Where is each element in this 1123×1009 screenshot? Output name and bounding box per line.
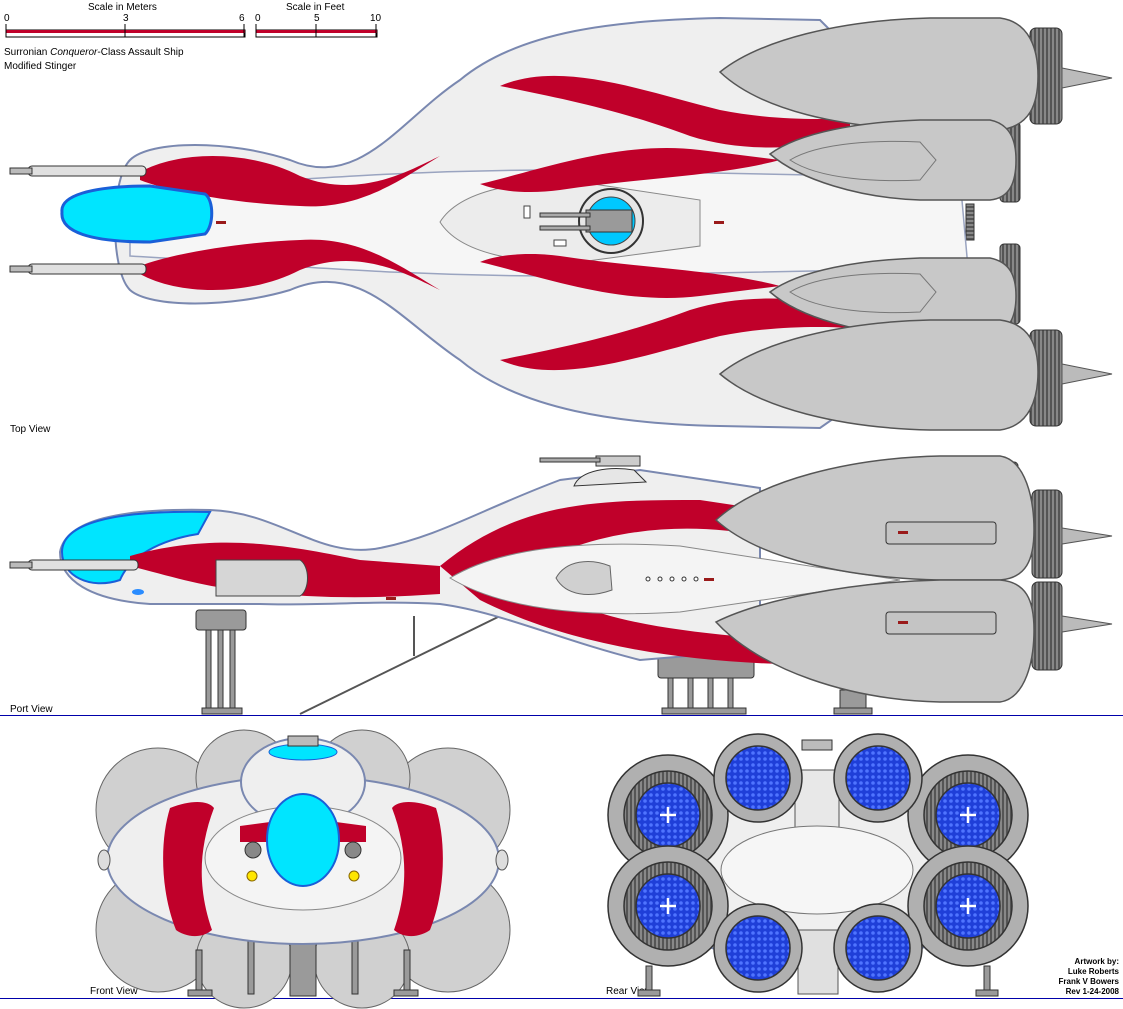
credits-revision: Rev 1-24-2008 — [1065, 987, 1119, 996]
rear-view-drawing — [607, 733, 1029, 997]
front-view-label: Front View — [90, 986, 138, 997]
credits: Artwork by: Luke Roberts Frank V Bowers … — [1059, 957, 1119, 997]
scale-feet-tick-0: 0 — [255, 13, 261, 24]
scale-meters-tick-6: 6 — [239, 13, 245, 24]
ship-title: Surronian Conqueror-Class Assault Ship — [4, 47, 184, 59]
scale-meters-label: Scale in Meters — [88, 2, 157, 13]
scale-feet-label: Scale in Feet — [286, 2, 345, 13]
top-view-drawing — [9, 16, 1113, 431]
top-view-label: Top View — [10, 424, 51, 435]
credits-artist-1: Luke Roberts — [1067, 967, 1119, 976]
credits-heading: Artwork by: — [1074, 957, 1119, 966]
rear-view-label: Rear View — [606, 986, 652, 997]
credits-artist-2: Frank V Bowers — [1058, 977, 1119, 986]
scale-feet-tick-5: 5 — [314, 13, 320, 24]
ship-class-name: Conqueror — [50, 47, 98, 58]
scale-meters-tick-3: 3 — [123, 13, 129, 24]
ship-subtitle: Modified Stinger — [4, 61, 77, 72]
ship-title-prefix: Surronian — [4, 47, 51, 58]
scale-meters-tick-0: 0 — [4, 13, 10, 24]
port-view-drawing — [9, 455, 1113, 715]
port-view-label: Port View — [10, 704, 53, 715]
front-view-drawing — [95, 729, 511, 1009]
scale-feet-tick-10: 10 — [370, 13, 382, 24]
scale-bar-meters — [5, 24, 246, 38]
scale-bar-feet — [255, 24, 378, 38]
ship-title-suffix: -Class Assault Ship — [97, 47, 184, 58]
